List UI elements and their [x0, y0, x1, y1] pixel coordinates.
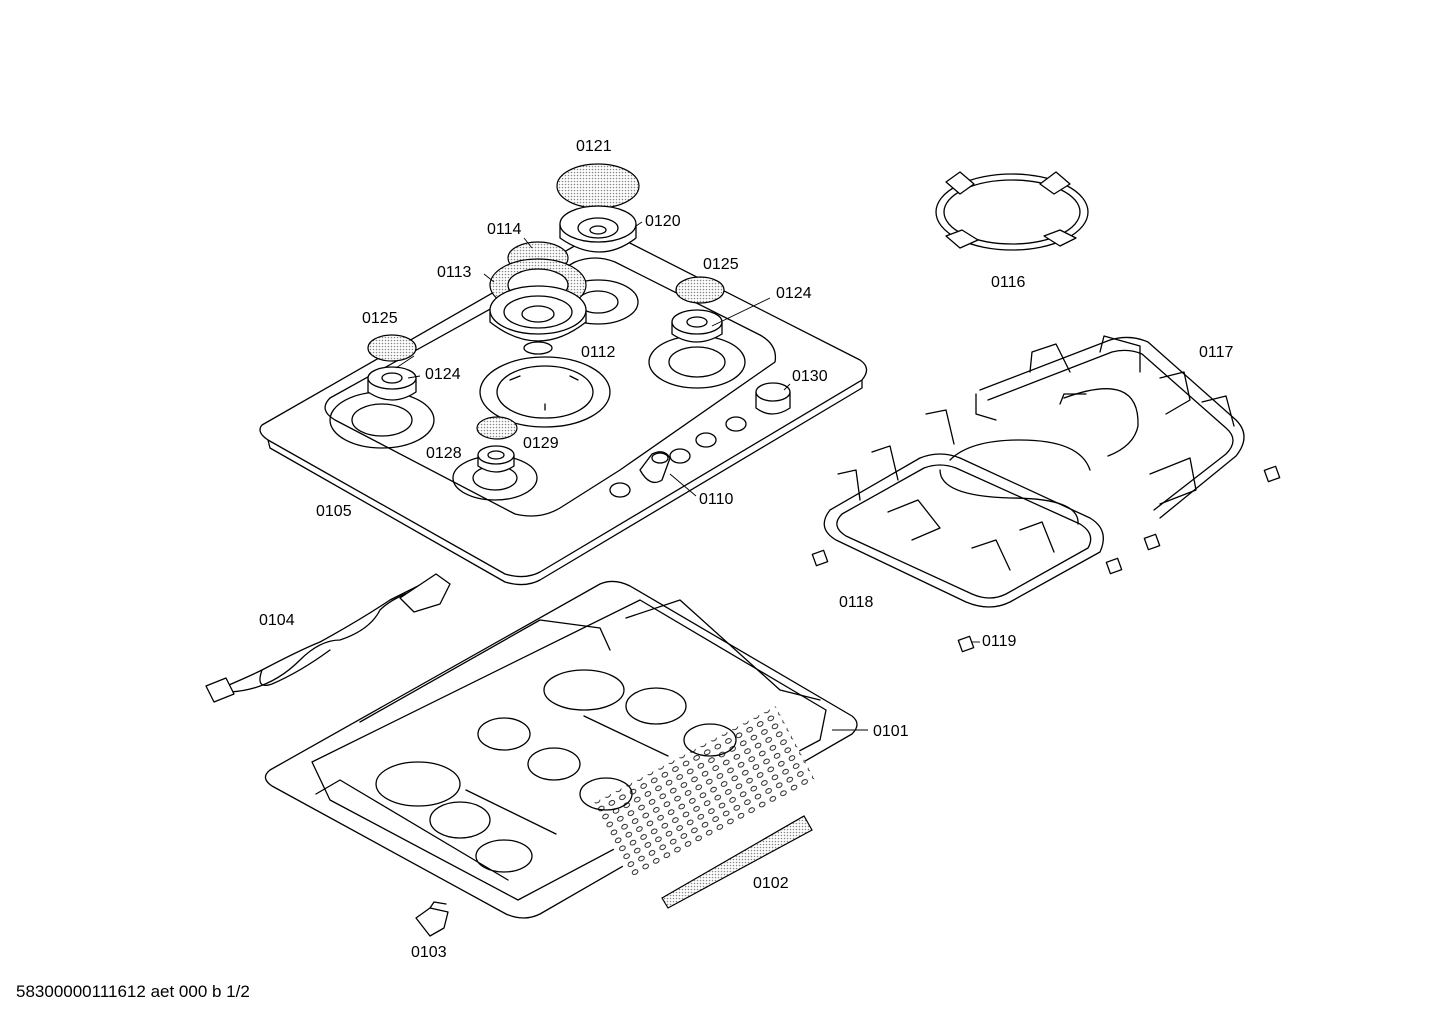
drawing-reference-code: 58300000111612 aet 000 b 1/2: [16, 982, 250, 1001]
label-0102: 0102: [753, 875, 789, 892]
label-0118: 0118: [839, 594, 874, 611]
pan-support-right: [975, 335, 1245, 519]
label-0129: 0129: [523, 435, 559, 452]
control-knob: [755, 382, 791, 415]
burner-left: [367, 334, 417, 401]
label-0104: 0104: [259, 612, 295, 629]
mounting-clip: [415, 901, 449, 937]
rubber-feet: [811, 465, 1281, 653]
ignition-spindle: [639, 451, 671, 484]
label-0124-right: 0124: [776, 285, 812, 302]
label-0120: 0120: [645, 213, 681, 230]
burner-small: [476, 416, 518, 473]
pan-support-left: [823, 409, 1104, 608]
label-0103: 0103: [411, 944, 447, 961]
burner-cap-large: [556, 163, 640, 209]
label-0112: 0112: [581, 344, 616, 361]
label-0119: 0119: [982, 633, 1017, 650]
leader-lines: [395, 221, 980, 731]
burner-body-large: [559, 205, 637, 253]
wok-ring: [935, 171, 1089, 251]
label-0125-right: 0125: [703, 256, 739, 273]
burner-right: [671, 276, 725, 343]
label-0113: 0113: [437, 264, 472, 281]
label-0110: 0110: [699, 491, 734, 508]
label-0124-left: 0124: [425, 366, 461, 383]
label-0101: 0101: [873, 723, 909, 740]
label-0125-left: 0125: [362, 310, 398, 327]
label-0121: 0121: [576, 138, 612, 155]
label-0116: 0116: [991, 274, 1026, 291]
label-0128: 0128: [426, 445, 462, 462]
label-0130: 0130: [792, 368, 828, 385]
label-0114: 0114: [487, 221, 522, 238]
label-0105: 0105: [316, 503, 352, 520]
wok-burner-assembly: [489, 241, 587, 355]
housing-tray: [264, 580, 858, 919]
label-0117: 0117: [1199, 344, 1234, 361]
power-cable: [205, 573, 451, 703]
seal-strip: [661, 815, 813, 909]
